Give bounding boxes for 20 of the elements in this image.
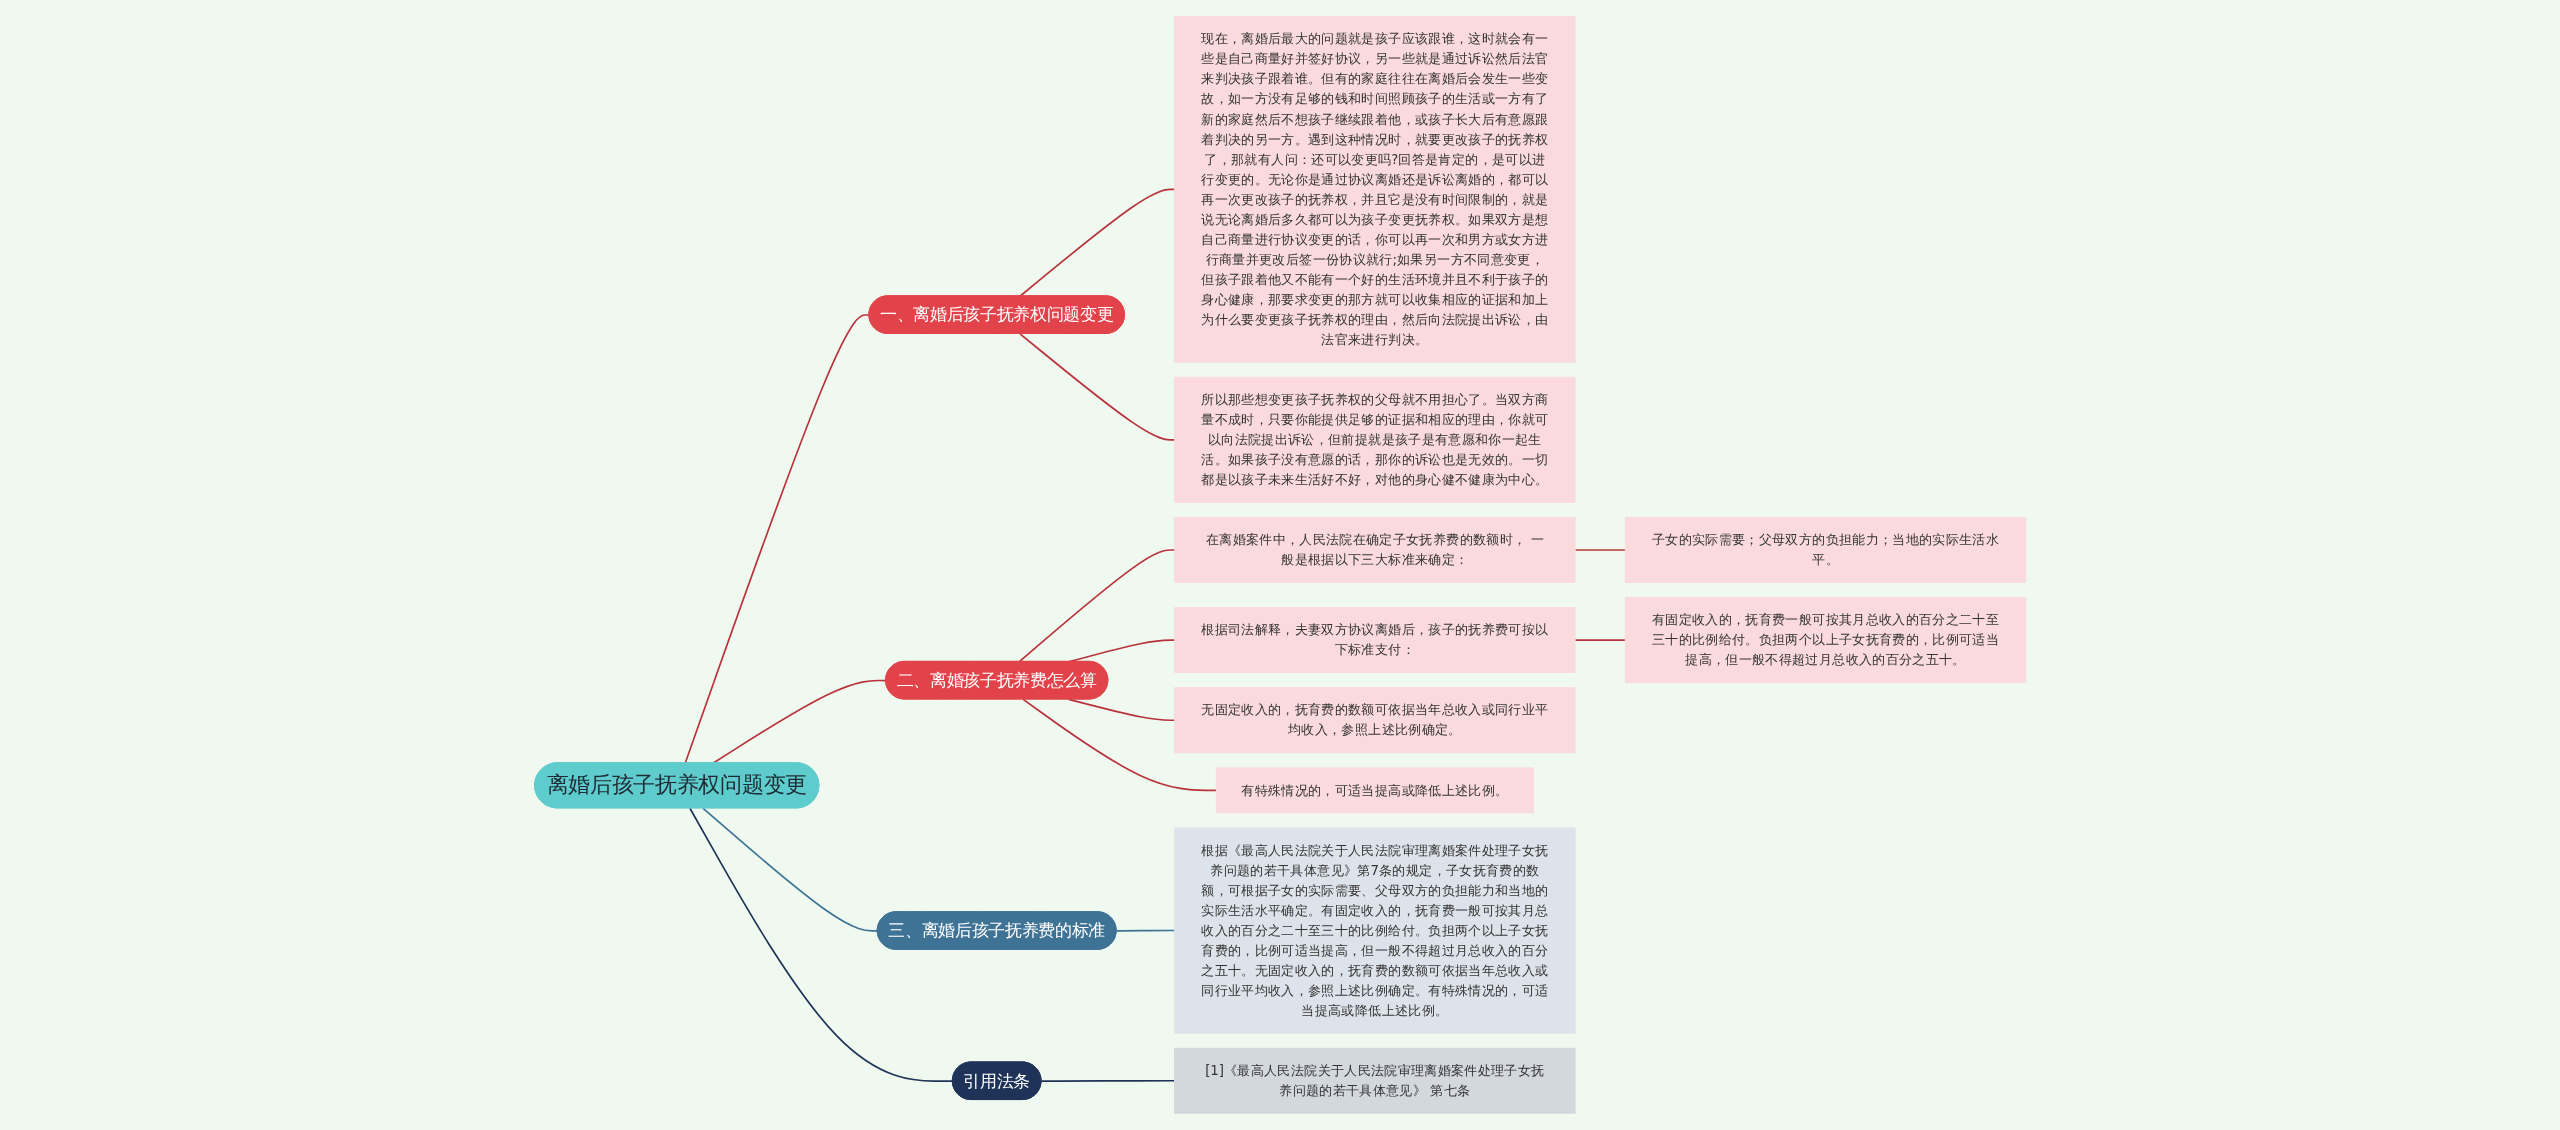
connector — [1574, 549, 1626, 551]
connector — [1018, 549, 1176, 663]
connector — [1040, 1079, 1176, 1082]
connector — [1067, 698, 1176, 722]
node-box — [1624, 597, 2026, 684]
connector — [688, 807, 954, 1082]
connector — [1022, 698, 1217, 792]
node-box — [1173, 687, 1576, 754]
node-box — [1173, 607, 1576, 674]
node-box — [1624, 517, 2026, 583]
node-box — [1173, 517, 1576, 583]
node-box — [1173, 376, 1576, 503]
connector — [702, 807, 879, 932]
connector — [1115, 929, 1176, 932]
connector — [1018, 332, 1176, 441]
connector — [1574, 639, 1626, 641]
node-box — [1173, 827, 1576, 1034]
node-box — [1215, 767, 1534, 814]
node-box — [1173, 16, 1576, 363]
node-box — [1173, 1047, 1576, 1114]
